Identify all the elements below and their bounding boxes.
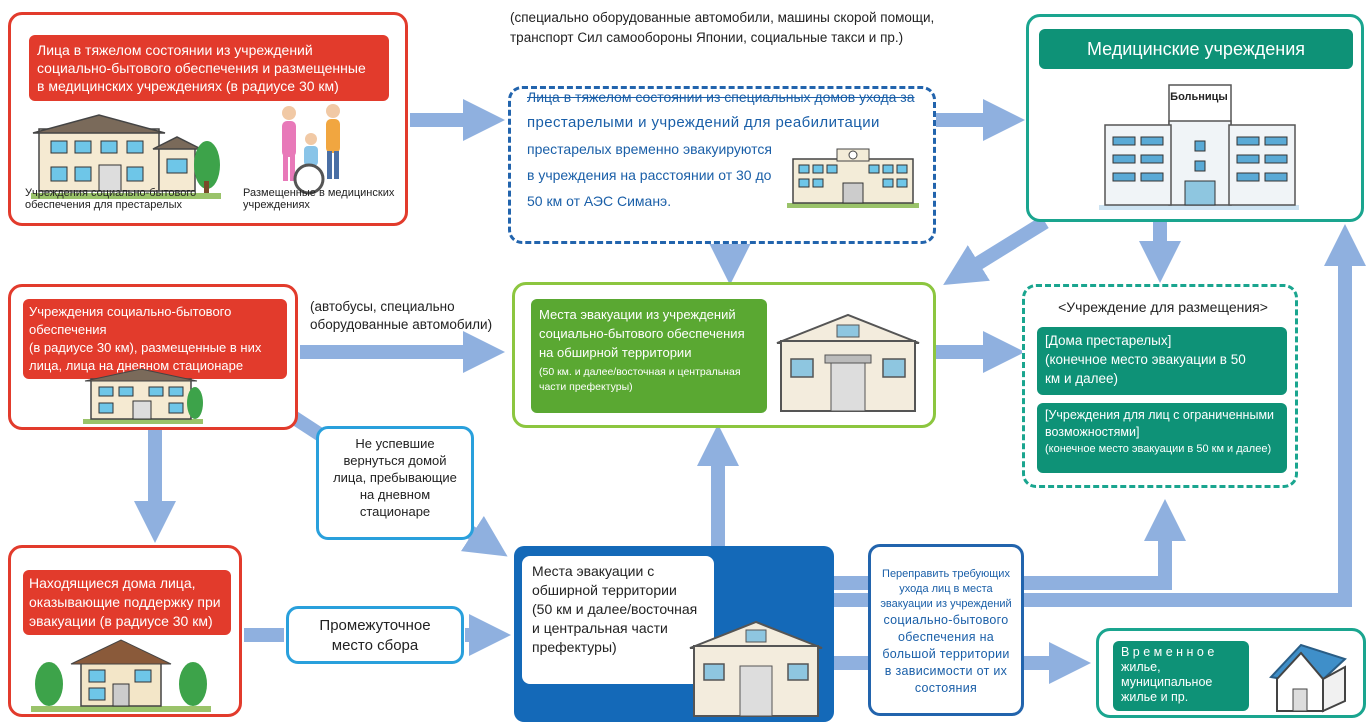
- box-accommodation: <Учреждение для размещения> [Дома преста…: [1022, 284, 1298, 488]
- box-transfer-note: Переправить требующих ухода лиц в места …: [868, 544, 1024, 716]
- temp-evac-line5: 50 км от АЭС Симанэ.: [527, 193, 672, 209]
- hospital-building-icon: [1099, 84, 1299, 210]
- label-wide-area-social-evac: Места эвакуации из учреждений социально-…: [531, 299, 767, 413]
- top-transport-note: (специально оборудованные автомобили, ма…: [510, 10, 935, 45]
- label-home-residents: Находящиеся дома лица, оказывающие подде…: [23, 570, 231, 635]
- temporary-housing-label: В р е м е н н о е жилье, муниципальное ж…: [1113, 641, 1249, 711]
- temp-evac-line3: престарелых временно эвакуируются: [527, 141, 772, 157]
- box-social-facilities: Учреждения социально-бытового обеспечени…: [8, 284, 298, 430]
- box-wide-area-evac: Места эвакуации с обширной территории (5…: [514, 546, 834, 722]
- box-temporary-housing: В р е м е н н о е жилье, муниципальное ж…: [1096, 628, 1366, 718]
- label-wide-area-evac: Места эвакуации с обширной территории (5…: [522, 556, 714, 684]
- box-home-residents: Находящиеся дома лица, оказывающие подде…: [8, 545, 242, 717]
- wide-area-social-evac-title: Места эвакуации из учреждений социально-…: [539, 307, 745, 360]
- disability-facilities-title: [Учреждения для лиц с ограниченными возм…: [1045, 408, 1275, 439]
- medical-title: Медицинские учреждения: [1039, 29, 1353, 69]
- label-social-facilities: Учреждения социально-бытового обеспечени…: [23, 299, 287, 379]
- disability-facilities-note: (конечное место эвакуации в 50 км и дале…: [1045, 443, 1272, 455]
- box-assembly-point: Промежуточное место сбора: [286, 606, 464, 664]
- label-severe-patients: Лица в тяжелом состоянии из учреждений с…: [29, 35, 389, 101]
- temp-evac-line2: престарелыми и учреждений для реабилитац…: [527, 114, 880, 131]
- temp-evac-line1: Лица в тяжелом состоянии из специальных …: [527, 89, 915, 105]
- temporary-house-icon: [1269, 643, 1347, 713]
- social-facility-icon: [83, 368, 203, 424]
- box-not-returned: Не успевшие вернуться домой лица, пребыв…: [316, 426, 474, 540]
- bus-transport-note: (автобусы, специально оборудованные авто…: [310, 299, 493, 332]
- wide-area-social-evac-sub: (50 км. и далее/восточная и центральная …: [539, 366, 741, 393]
- box-medical-facilities: Медицинские учреждения Больницы: [1026, 14, 1364, 222]
- hospital-label: Больницы: [1170, 91, 1228, 103]
- patients-wheelchair-icon: [282, 104, 340, 195]
- evac-building-icon-green: [776, 313, 920, 412]
- arrow-medical-to-green: [943, 216, 1049, 286]
- transfer-note-b: социально-бытового обеспечения на большо…: [882, 613, 1010, 695]
- caption-elderly-facility: Учреждения социально-бытового обеспечени…: [25, 187, 197, 211]
- accommodation-disability-facilities: [Учреждения для лиц с ограниченными возм…: [1037, 403, 1287, 473]
- box-severe-patients: Лица в тяжелом состоянии из учреждений с…: [8, 12, 408, 226]
- elderly-care-facility-icon: [31, 114, 221, 199]
- accommodation-title: <Учреждение для размещения>: [1058, 299, 1268, 315]
- box-temporary-evacuation: Лица в тяжелом состоянии из специальных …: [508, 86, 936, 244]
- home-house-icon: [31, 639, 211, 712]
- temp-evac-line4: в учреждения на расстоянии от 30 до: [527, 167, 772, 183]
- evac-building-icon-blue: [689, 620, 823, 717]
- nursing-home-icon: [787, 148, 919, 208]
- transfer-note-a: Переправить требующих ухода лиц в места …: [880, 568, 1012, 610]
- accommodation-elderly-homes: [Дома престарелых] (конечное место эваку…: [1037, 327, 1287, 395]
- box-wide-area-social-evac: Места эвакуации из учреждений социально-…: [512, 282, 936, 428]
- caption-medical-placed: Размещенные в медицинских учреждениях: [243, 187, 395, 211]
